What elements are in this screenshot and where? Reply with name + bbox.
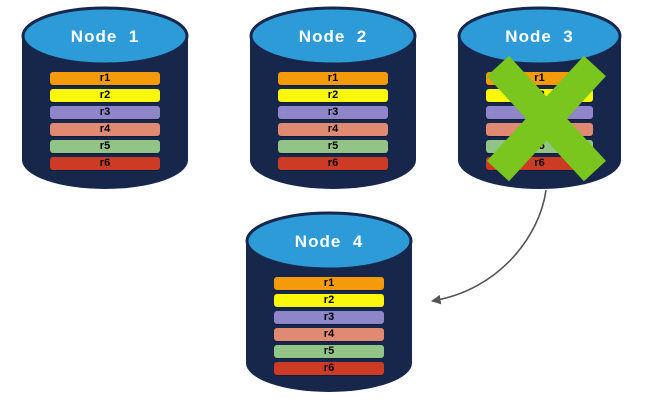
cylinder-top-ellipse xyxy=(245,211,413,271)
data-row[interactable]: r1 xyxy=(274,277,384,290)
cylinder-top-ellipse xyxy=(249,6,417,66)
data-row[interactable]: r4 xyxy=(274,328,384,341)
data-row-label: r4 xyxy=(99,123,111,135)
data-row-label: r6 xyxy=(99,157,111,169)
data-row-label: r3 xyxy=(534,106,545,118)
data-row-label: r6 xyxy=(323,362,335,374)
data-row[interactable]: r1 xyxy=(486,72,593,85)
data-row[interactable]: r6 xyxy=(278,157,388,170)
cylinder-top-ellipse xyxy=(457,6,622,66)
data-row[interactable]: r3 xyxy=(278,106,388,119)
data-row-label: r2 xyxy=(99,89,111,101)
data-row[interactable]: r5 xyxy=(50,140,160,153)
data-row-label: r3 xyxy=(323,311,335,323)
data-row-label: r5 xyxy=(323,345,335,357)
data-row[interactable]: r2 xyxy=(278,89,388,102)
data-row-label: r4 xyxy=(323,328,335,340)
data-row-label: r6 xyxy=(327,157,339,169)
data-row-label: r5 xyxy=(99,140,111,152)
data-row[interactable]: r4 xyxy=(278,123,388,136)
data-row[interactable]: r2 xyxy=(50,89,160,102)
data-row[interactable]: r1 xyxy=(278,72,388,85)
data-row-label: r1 xyxy=(323,277,335,289)
data-row[interactable]: r4 xyxy=(486,123,593,136)
data-row[interactable]: r6 xyxy=(50,157,160,170)
data-row-label: r1 xyxy=(99,72,111,84)
replication-arrow xyxy=(431,189,547,305)
data-row[interactable]: r5 xyxy=(486,140,593,153)
data-row-label: r3 xyxy=(99,106,111,118)
data-row-label: r2 xyxy=(323,294,335,306)
row-stack: r1 r2 r3 r4 r5 r6 xyxy=(250,72,416,174)
data-row[interactable]: r6 xyxy=(274,362,384,375)
data-row[interactable]: r5 xyxy=(274,345,384,358)
data-row[interactable]: r3 xyxy=(486,106,593,119)
row-stack: r1 r2 r3 r4 r5 r6 xyxy=(246,277,412,379)
data-row-label: r4 xyxy=(534,123,545,135)
data-row[interactable]: r3 xyxy=(50,106,160,119)
data-row-label: r1 xyxy=(534,72,545,84)
data-row-label: r4 xyxy=(327,123,339,135)
data-row-label: r6 xyxy=(534,157,545,169)
row-stack: r1 r2 r3 r4 r5 r6 xyxy=(22,72,188,174)
data-row[interactable]: r3 xyxy=(274,311,384,324)
data-row[interactable]: r1 xyxy=(50,72,160,85)
data-row[interactable]: r4 xyxy=(50,123,160,136)
cylinder-top-ellipse xyxy=(21,6,189,66)
data-row[interactable]: r5 xyxy=(278,140,388,153)
data-row-label: r5 xyxy=(327,140,339,152)
data-row-label: r2 xyxy=(534,89,545,101)
data-row-label: r2 xyxy=(327,89,339,101)
data-row-label: r5 xyxy=(534,140,545,152)
row-stack: r1 r2 r3 r4 r5 r6 xyxy=(458,72,621,174)
data-row-label: r1 xyxy=(327,72,339,84)
data-row-label: r3 xyxy=(327,106,339,118)
data-row[interactable]: r2 xyxy=(486,89,593,102)
data-row[interactable]: r6 xyxy=(486,157,593,170)
data-row[interactable]: r2 xyxy=(274,294,384,307)
